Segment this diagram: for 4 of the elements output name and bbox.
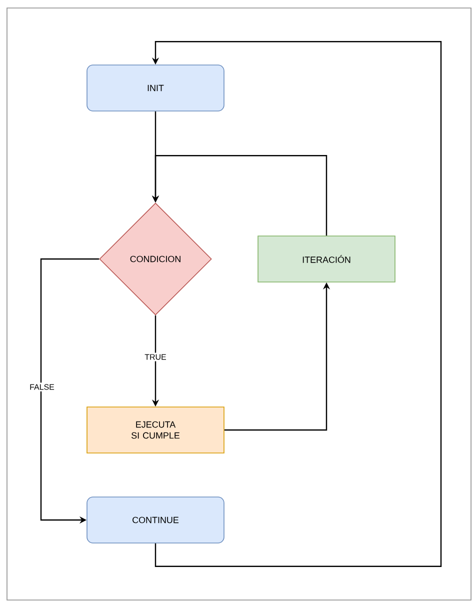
process-box: ITERACIÓN bbox=[258, 236, 396, 282]
process-box: EJECUTA SI CUMPLE bbox=[86, 406, 224, 454]
start-box: INIT bbox=[86, 64, 224, 112]
end-box: CONTINUE bbox=[86, 496, 224, 544]
